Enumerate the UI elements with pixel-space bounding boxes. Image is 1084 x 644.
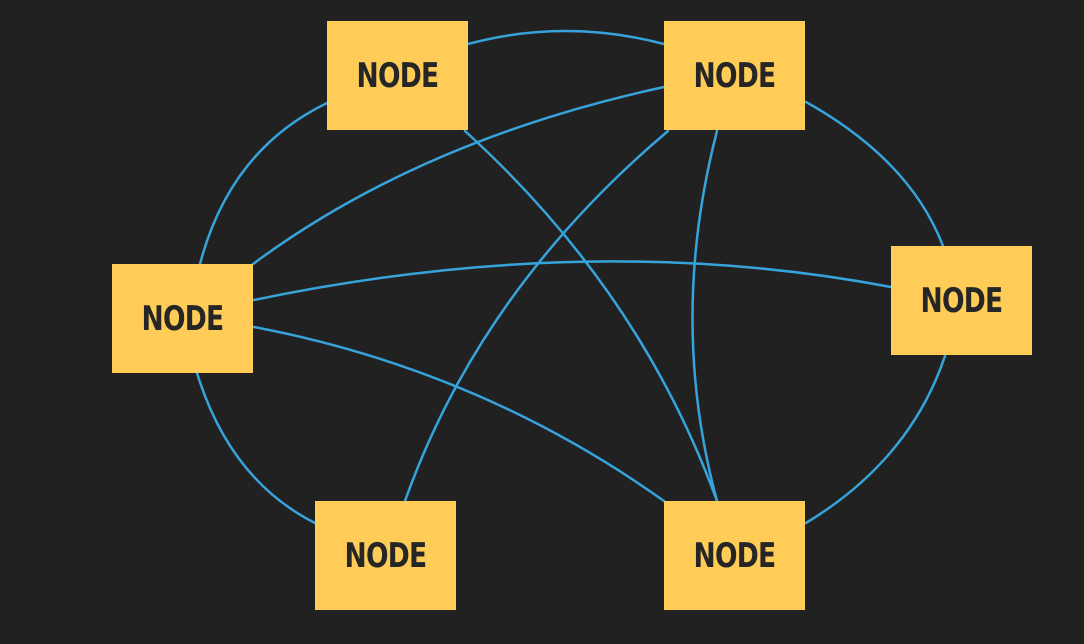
node-label: NODE xyxy=(141,298,225,339)
node-bottom-left[interactable]: NODE xyxy=(315,501,456,610)
edge-left-right xyxy=(252,260,893,302)
node-top-right[interactable]: NODE xyxy=(664,21,805,130)
node-bottom-right[interactable]: NODE xyxy=(664,501,805,610)
edge-left-bottom-left xyxy=(195,371,317,525)
edge-top-right-left xyxy=(251,85,666,266)
node-label: NODE xyxy=(344,535,428,576)
edge-top-right-bottom-left xyxy=(403,129,670,503)
node-label: NODE xyxy=(920,280,1004,321)
node-label: NODE xyxy=(693,55,777,96)
edge-top-left-left xyxy=(198,101,329,266)
node-label: NODE xyxy=(693,535,777,576)
edge-top-right-bottom-right xyxy=(691,129,719,503)
edge-right-bottom-right xyxy=(804,354,947,525)
node-right[interactable]: NODE xyxy=(891,246,1032,355)
edge-top-right-right xyxy=(804,100,945,248)
edge-top-left-top-right xyxy=(466,29,666,46)
edge-top-left-bottom-right xyxy=(463,129,719,503)
node-top-left[interactable]: NODE xyxy=(327,21,468,130)
node-left[interactable]: NODE xyxy=(112,264,253,373)
edge-left-bottom-right xyxy=(252,325,666,503)
node-label: NODE xyxy=(356,55,440,96)
